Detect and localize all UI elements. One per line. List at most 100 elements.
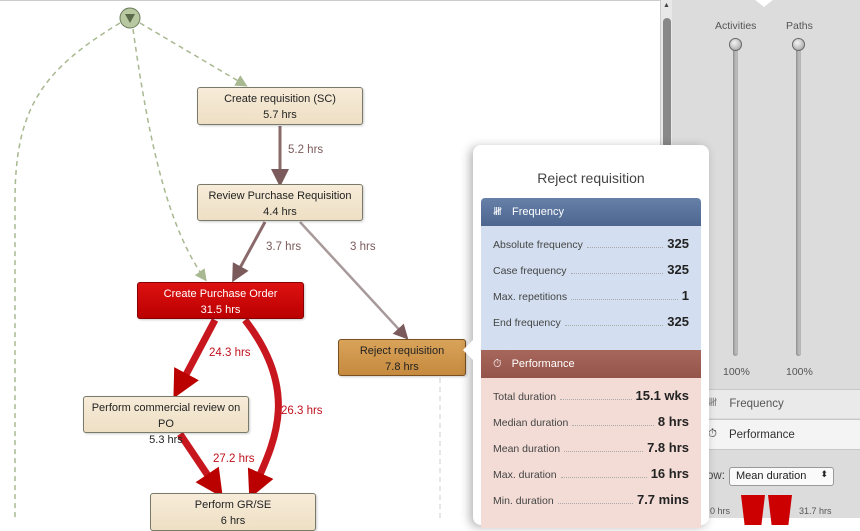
metric-value: 16 hrs	[650, 466, 689, 481]
edge-start-po	[132, 28, 207, 282]
show-label: ow:	[707, 470, 725, 482]
node-label: Review Purchase Requisition	[208, 190, 352, 202]
tab-frequency-label: Frequency	[729, 398, 784, 410]
edge-4	[173, 318, 219, 399]
dot-leader	[560, 399, 632, 400]
frequency-header-label: Frequency	[511, 206, 564, 218]
select-arrows-icon: ⬍	[820, 469, 828, 479]
metric-label: Total duration	[493, 391, 557, 403]
activity-node[interactable]: Create Purchase Order 31.5 hrs	[137, 282, 304, 319]
scale-min: 0 hrs	[710, 506, 731, 516]
metric-label: Absolute frequency	[493, 239, 583, 251]
node-value: 6 hrs	[220, 515, 246, 527]
activity-node[interactable]: Review Purchase Requisition 4.4 hrs	[197, 184, 363, 221]
metric-value: 7.7 mins	[636, 492, 689, 507]
metric-row: Case frequency 325	[481, 262, 701, 288]
node-value: 31.5 hrs	[200, 304, 241, 316]
metric-value: 1	[681, 288, 689, 303]
tally-icon: 𝍸	[708, 396, 718, 409]
dot-leader	[560, 477, 647, 478]
metric-value: 8 hrs	[657, 414, 689, 429]
metric-value: 325	[667, 314, 689, 329]
metric-row: Median duration 8 hrs	[481, 414, 701, 440]
paths-slider-handle[interactable]	[792, 38, 805, 51]
edge-label: 3.7 hrs	[266, 241, 302, 253]
dot-leader	[564, 451, 644, 452]
metric-row: Absolute frequency 325	[481, 236, 701, 262]
stopwatch-icon: ⏱	[493, 357, 502, 370]
activities-slider-handle[interactable]	[729, 38, 742, 51]
node-value: 5.3 hrs	[149, 434, 183, 446]
scale-max: 31.7 hrs	[799, 506, 832, 516]
metric-row: Mean duration 7.8 hrs	[481, 440, 701, 466]
start-node-triangle-icon	[125, 14, 135, 23]
metric-row: End frequency 325	[481, 314, 701, 340]
popup-title: Reject requisition	[537, 170, 645, 186]
scale-bar-right	[768, 495, 792, 525]
activity-node[interactable]: Perform GR/SE 6 hrs	[150, 493, 316, 531]
tab-performance-label: Performance	[728, 428, 795, 441]
metric-label: End frequency	[493, 317, 561, 329]
show-select-value: Mean duration	[736, 470, 807, 482]
activity-node[interactable]: Perform commercial review on PO 5.3 hrs	[83, 396, 249, 446]
metric-value: 7.8 hrs	[647, 440, 689, 455]
activity-detail-popup: Reject requisition 𝍸 Frequency Absolute f…	[463, 145, 709, 528]
dot-leader	[570, 273, 664, 274]
scale-bar-left	[741, 495, 765, 525]
edge-label: 27.2 hrs	[213, 453, 255, 465]
process-edges	[14, 7, 441, 519]
dot-leader	[572, 425, 654, 426]
activities-slider[interactable]	[733, 44, 738, 356]
metric-row: Min. duration 7.7 mins	[481, 492, 701, 518]
popup-pointer	[463, 340, 473, 360]
dot-leader	[586, 247, 664, 248]
metric-label: Median duration	[493, 417, 569, 429]
metric-label: Min. duration	[493, 495, 554, 507]
edge-start-left	[14, 22, 121, 519]
stopwatch-icon: ⏱	[708, 428, 717, 440]
node-label: Perform commercial review on PO	[91, 402, 241, 430]
edge-6	[177, 432, 223, 498]
metric-label: Max. repetitions	[493, 291, 568, 303]
node-value: 5.7 hrs	[263, 109, 297, 121]
show-select[interactable]: Mean duration ⬍	[729, 467, 834, 486]
node-label: Create Purchase Order	[163, 288, 278, 300]
activity-node-selected[interactable]: Reject requisition 7.8 hrs	[338, 339, 466, 376]
node-value: 4.4 hrs	[263, 206, 297, 218]
dot-leader	[557, 503, 633, 504]
edge-2	[232, 221, 267, 283]
metric-label: Mean duration	[493, 443, 561, 455]
edge-5	[242, 317, 282, 499]
paths-slider-label: Paths	[786, 20, 813, 32]
metric-label: Case frequency	[493, 265, 567, 277]
scroll-up-icon[interactable]: ▲	[663, 2, 670, 9]
edge-start-create-req	[139, 22, 248, 87]
metric-row: Max. repetitions 1	[481, 288, 701, 314]
panel-pointer	[754, 0, 774, 7]
metric-row: Total duration 15.1 wks	[481, 388, 701, 414]
metric-label: Max. duration	[493, 469, 557, 481]
node-value: 7.8 hrs	[385, 361, 419, 373]
metric-value: 15.1 wks	[635, 388, 690, 403]
node-label: Create requisition (SC)	[224, 93, 336, 105]
paths-slider-value: 100%	[786, 366, 813, 378]
dot-leader	[571, 299, 678, 300]
metric-row: Max. duration 16 hrs	[481, 466, 701, 492]
performance-header: ⏱Performance	[481, 350, 701, 378]
node-label: Perform GR/SE	[194, 499, 272, 511]
paths-slider[interactable]	[796, 44, 801, 356]
tally-icon: 𝍸	[493, 205, 502, 218]
edge-label: 5.2 hrs	[288, 144, 324, 156]
scrollbar-thumb[interactable]	[663, 18, 671, 148]
activity-node[interactable]: Create requisition (SC) 5.7 hrs	[197, 87, 363, 125]
metric-value: 325	[667, 236, 689, 251]
frequency-header: 𝍸 Frequency	[481, 198, 701, 226]
activities-slider-label: Activities	[715, 20, 757, 32]
metric-value: 325	[667, 262, 689, 277]
dot-leader	[564, 325, 664, 326]
edge-label: 26.3 hrs	[281, 405, 323, 417]
edge-label: 24.3 hrs	[209, 347, 251, 359]
node-label: Reject requisition	[359, 345, 445, 357]
